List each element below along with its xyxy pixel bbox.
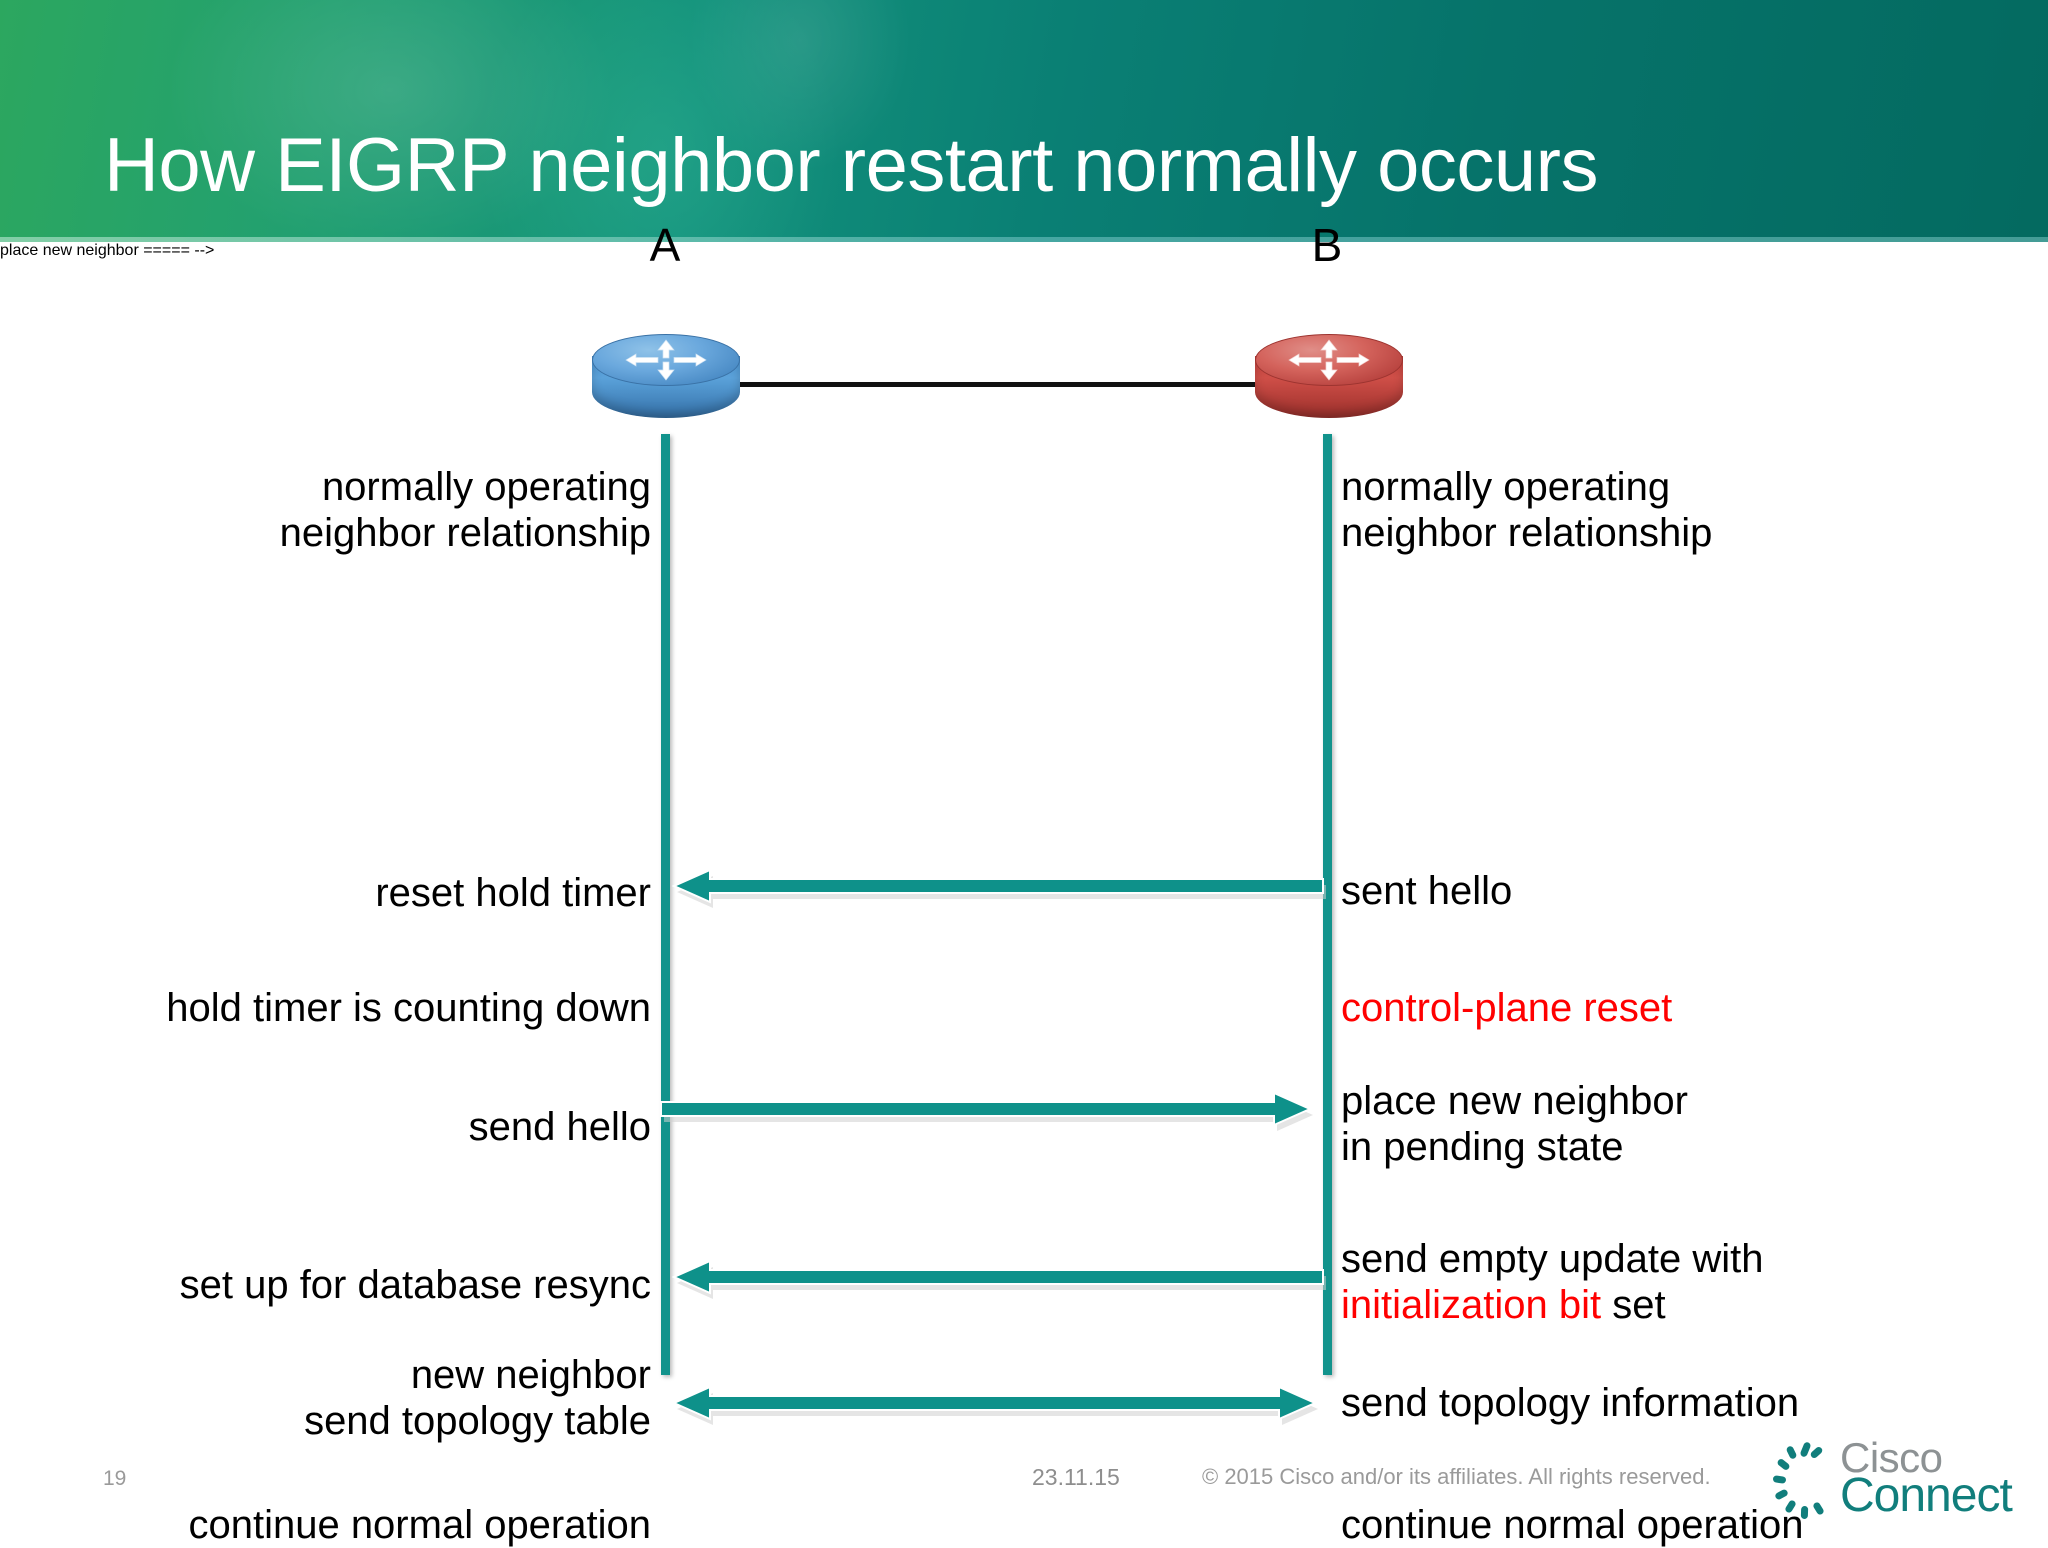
row-right-0: normally operating neighbor relationship: [1341, 464, 1961, 556]
message-arrow-5-both: [666, 1385, 1323, 1428]
logo-connect-text: Connect: [1840, 1469, 2013, 1522]
cisco-connect-logo-icon: [1773, 1442, 1824, 1519]
cisco-connect-logo: Cisco Connect: [1772, 1434, 2013, 1530]
message-arrow-1-left: [666, 868, 1326, 911]
row-left-5: new neighbor send topology table: [161, 1352, 651, 1444]
row-right-4: send empty update with initialization bi…: [1341, 1236, 2021, 1328]
lifeline-b: [1323, 434, 1332, 1375]
logo-cisco-text: Cisco: [1840, 1434, 1943, 1481]
row-right-3: place new neighbor in pending state: [1341, 1078, 2001, 1170]
slide-header-banner: How EIGRP neighbor restart normally occu…: [0, 0, 2048, 242]
row-left-0-line2: neighbor relationship: [279, 511, 651, 555]
row-right-4-line2: initialization bit set: [1341, 1282, 2021, 1328]
message-arrow-4-left: [666, 1259, 1326, 1302]
router-arrows-icon: [1288, 339, 1370, 381]
row-left-4: set up for database resync: [179, 1263, 651, 1307]
slide-number: 19: [103, 1467, 127, 1490]
router-icon-b[interactable]: [1255, 334, 1403, 430]
row-left-0-line1: normally operating: [321, 465, 651, 509]
router-link-line: [735, 382, 1315, 387]
sequence-diagram: A B normally: [0, 222, 2048, 1547]
row-right-3-line2: in pending state: [1341, 1125, 1624, 1169]
row-right-5: send topology information: [1341, 1381, 1800, 1425]
row-left-2: hold timer is counting down: [166, 986, 651, 1030]
footer-copyright: © 2015 Cisco and/or its affiliates. All …: [1202, 1464, 1711, 1489]
row-right-3-line1: place new neighbor: [1341, 1079, 1688, 1123]
row-left-1: reset hold timer: [375, 871, 651, 915]
row-right-4-line1: send empty update with: [1341, 1237, 1764, 1281]
row-left-5-line1: new neighbor: [410, 1353, 651, 1397]
slide-footer: 19 23.11.15 © 2015 Cisco and/or its affi…: [0, 1412, 2048, 1536]
row-left-5-line2: send topology table: [304, 1399, 651, 1443]
row-right-1: sent hello: [1341, 869, 1513, 913]
row-right-4-line2-rest: set: [1601, 1283, 1666, 1327]
page-title: How EIGRP neighbor restart normally occu…: [104, 123, 1598, 208]
router-icon-a[interactable]: [592, 334, 740, 430]
node-label-a: A: [649, 219, 681, 271]
message-arrow-3-right: [660, 1091, 1318, 1134]
footer-date: 23.11.15: [1032, 1464, 1120, 1490]
lifeline-a: [661, 434, 670, 1375]
row-left-3: send hello: [468, 1105, 651, 1149]
row-right-2: control-plane reset: [1341, 986, 1673, 1030]
row-right-0-line2: neighbor relationship: [1341, 511, 1713, 555]
row-left-0: normally operating neighbor relationship: [161, 464, 651, 556]
node-label-b: B: [1311, 219, 1343, 271]
router-arrows-icon: [625, 339, 707, 381]
row-right-4-highlight: initialization bit: [1341, 1283, 1602, 1327]
row-right-0-line1: normally operating: [1341, 465, 1671, 509]
